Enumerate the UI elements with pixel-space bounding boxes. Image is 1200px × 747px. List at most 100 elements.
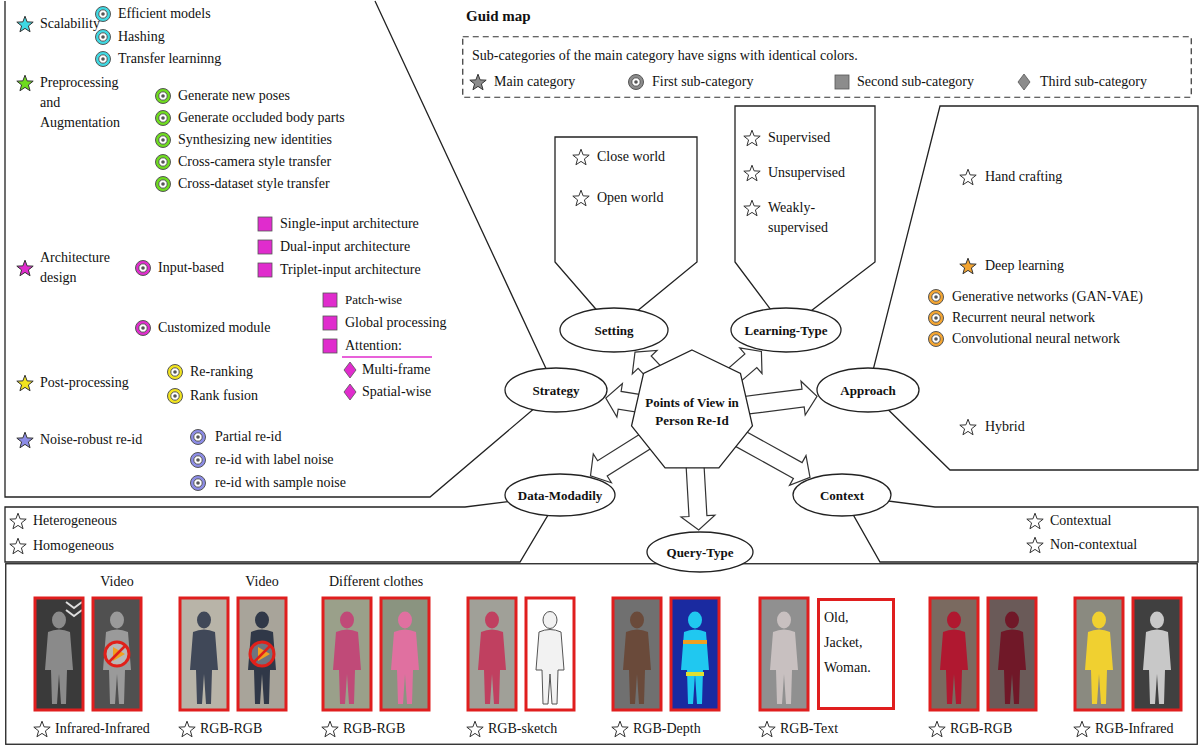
text-slot: Sub-categories of the main category have… xyxy=(472,46,858,66)
text-slot: Old, Jacket, Woman. xyxy=(824,605,882,680)
text-slot: Input-based xyxy=(158,258,224,278)
category-label: Re-ranking xyxy=(190,362,253,382)
photo-frame xyxy=(613,598,661,710)
category-sign xyxy=(757,719,777,739)
depth-band xyxy=(686,672,704,676)
category-sign xyxy=(255,237,275,257)
category-panel: ContextualNon-contextual xyxy=(842,495,1198,562)
text-slot: Global processing xyxy=(345,313,446,333)
text-slot: Video xyxy=(238,572,286,592)
text-slot: re-id with label noise xyxy=(215,450,334,470)
photo-frame xyxy=(180,598,228,710)
text-slot: Re-ranking xyxy=(190,362,253,382)
category-label: Old, Jacket, Woman. xyxy=(824,605,882,680)
photo-border xyxy=(381,598,429,710)
category-sign xyxy=(320,719,340,739)
person-figure xyxy=(478,612,506,705)
category-sign xyxy=(320,336,340,356)
depth-figure xyxy=(681,612,709,705)
category-sign xyxy=(926,287,946,307)
photo-ground xyxy=(988,598,1036,710)
photo-ground xyxy=(1133,598,1181,710)
text-slot: Video xyxy=(93,572,141,592)
category-label: Generative networks (GAN-VAE) xyxy=(952,287,1143,307)
person-figure xyxy=(770,612,798,705)
category-ellipse: Data-Modadily xyxy=(504,473,616,517)
text-slot: Heterogeneous xyxy=(33,511,117,531)
category-label: RGB-RGB xyxy=(343,719,405,739)
person-figure xyxy=(190,612,218,705)
text-slot: Cross-dataset style transfer xyxy=(178,174,330,194)
photo-border xyxy=(180,598,228,710)
category-sign xyxy=(610,719,630,739)
category-sign xyxy=(8,536,28,556)
category-name: Context xyxy=(820,487,864,504)
photo-frame xyxy=(930,598,978,710)
category-label: RGB-Infrared xyxy=(1095,719,1174,739)
category-sign xyxy=(742,128,762,148)
text-slot: RGB-RGB xyxy=(343,719,405,739)
person-figure xyxy=(1085,612,1113,705)
category-sign xyxy=(926,308,946,328)
photo-ground xyxy=(930,598,978,710)
category-label: Supervised xyxy=(768,128,830,148)
category-sign xyxy=(340,360,360,380)
category-sign xyxy=(8,511,28,531)
text-slot: Hybrid xyxy=(985,417,1025,437)
photo-frame xyxy=(671,598,719,710)
video-icon xyxy=(250,642,274,666)
category-label: Spatial-wise xyxy=(362,382,431,402)
text-slot: Rank fusion xyxy=(190,386,258,406)
photo-ground xyxy=(323,598,371,710)
category-label: Hashing xyxy=(118,27,165,47)
person-figure xyxy=(998,612,1026,705)
category-sign xyxy=(1025,511,1045,531)
category-sign xyxy=(153,174,173,194)
text-slot: RGB-sketch xyxy=(488,719,557,739)
text-slot: Recurrent neural network xyxy=(952,308,1095,328)
category-label: Contextual xyxy=(1050,511,1111,531)
text-slot: Single-input architecture xyxy=(280,214,419,234)
category-panel: VideoVideoDifferent clothesInfrared-Infr… xyxy=(5,563,1198,745)
category-label: Post-processing xyxy=(40,373,129,393)
category-panel: ScalabilityEfficient modelsHashingTransf… xyxy=(0,0,560,500)
photo-ground xyxy=(381,598,429,710)
category-sign xyxy=(958,256,978,276)
hollow-arrow xyxy=(681,461,715,530)
text-slot: Noise-robust re-id xyxy=(40,430,142,450)
category-label: RGB-sketch xyxy=(488,719,557,739)
category-label: Generate new poses xyxy=(178,86,290,106)
photo-ground xyxy=(35,598,83,710)
photo-border xyxy=(671,598,719,710)
photo-ground xyxy=(613,598,661,710)
category-ellipse: Context xyxy=(792,473,892,517)
category-sign xyxy=(32,719,52,739)
legend-label: First sub-category xyxy=(652,72,753,92)
photo-border xyxy=(468,598,516,710)
photo-frame xyxy=(93,598,141,710)
category-sign xyxy=(153,86,173,106)
person-figure xyxy=(248,612,276,705)
category-sign xyxy=(340,382,360,402)
person-figure xyxy=(333,612,361,705)
photo-border xyxy=(760,598,808,710)
category-sign xyxy=(742,163,762,183)
category-sign xyxy=(133,258,153,278)
depth-ground xyxy=(671,598,719,710)
category-sign xyxy=(188,473,208,493)
photo-ground xyxy=(526,598,574,710)
text-slot: Open world xyxy=(597,188,664,208)
text-slot: Supervised xyxy=(768,128,830,148)
photo-border xyxy=(988,598,1036,710)
heptagon-outline xyxy=(627,347,757,477)
text-slot: Architecture design xyxy=(40,248,130,288)
category-label: Different clothes xyxy=(320,572,432,592)
photo-frame xyxy=(35,598,83,710)
category-sign xyxy=(320,313,340,333)
category-sign xyxy=(15,258,35,278)
text-slot: Cross-camera style transfer xyxy=(178,152,331,172)
category-label: Single-input architecture xyxy=(280,214,419,234)
person-figure xyxy=(1143,612,1171,705)
category-label: Generate occluded body parts xyxy=(178,108,345,128)
text-slot: Dual-input architecture xyxy=(280,237,410,257)
